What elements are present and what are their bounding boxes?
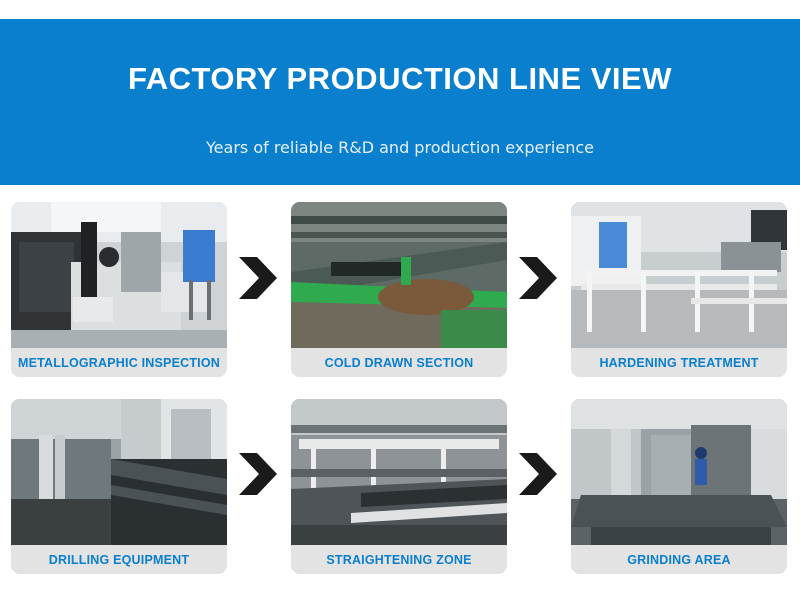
microscope-lab-photo	[11, 202, 227, 348]
step-card-grinding-area: GRINDING AREA	[571, 399, 787, 574]
step-card-straightening-zone: STRAIGHTENING ZONE	[291, 399, 507, 574]
grinding-machine-photo	[571, 399, 787, 545]
furnace-rack-photo	[571, 202, 787, 348]
steel-bars-photo	[291, 399, 507, 545]
step-caption: HARDENING TREATMENT	[571, 349, 787, 377]
chevron-right-icon	[519, 453, 557, 495]
chevron-right-icon	[519, 257, 557, 299]
step-card-metallographic-inspection: METALLOGRAPHIC INSPECTION	[11, 202, 227, 377]
step-caption: STRAIGHTENING ZONE	[291, 546, 507, 574]
step-card-cold-drawn-section: COLD DRAWN SECTION	[291, 202, 507, 377]
step-card-drilling-equipment: DRILLING EQUIPMENT	[11, 399, 227, 574]
conveyor-line-photo	[291, 202, 507, 348]
header-banner: FACTORY PRODUCTION LINE VIEW Years of re…	[0, 19, 800, 185]
step-caption: DRILLING EQUIPMENT	[11, 546, 227, 574]
step-caption: METALLOGRAPHIC INSPECTION	[11, 349, 227, 377]
page-title: FACTORY PRODUCTION LINE VIEW	[128, 61, 672, 96]
chevron-right-icon	[239, 453, 277, 495]
step-card-hardening-treatment: HARDENING TREATMENT	[571, 202, 787, 377]
step-caption: GRINDING AREA	[571, 546, 787, 574]
drill-roller-photo	[11, 399, 227, 545]
step-caption: COLD DRAWN SECTION	[291, 349, 507, 377]
page-subtitle: Years of reliable R&D and production exp…	[206, 138, 594, 157]
chevron-right-icon	[239, 257, 277, 299]
